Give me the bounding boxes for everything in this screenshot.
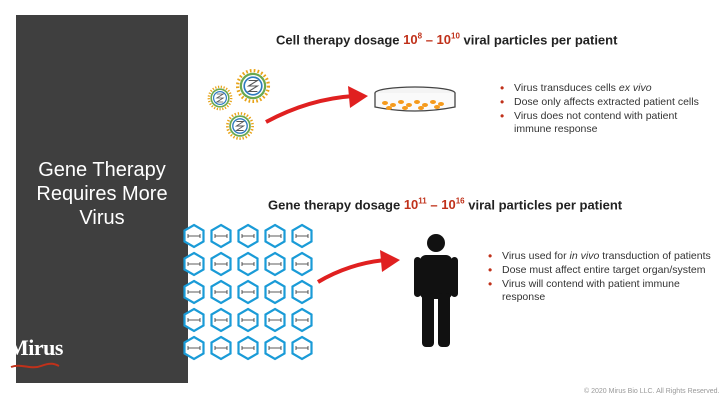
gene-therapy-bullets: Virus used for in vivo transduction of p… [488,250,716,305]
gene-heading-post: viral particles per patient [464,197,623,213]
arrow-to-dish-icon [265,86,368,124]
virus-hexagon-grid [183,223,313,361]
patient-figure-icon [414,234,458,347]
gene-heading-pre: Gene therapy dosage [268,197,404,213]
cell-dose-high: 1010 [436,32,460,48]
cell-dose-sep: – [422,32,437,48]
gene-dose-high: 1016 [441,197,465,213]
cell-heading-pre: Cell therapy dosage [276,32,404,48]
list-item: Virus transduces cells ex vivo [500,82,705,95]
logo-swoosh-icon [10,362,60,369]
gene-therapy-heading: Gene therapy dosage 1011 – 1016 viral pa… [268,197,622,212]
list-item: Dose only affects extracted patient cell… [500,96,705,109]
mirus-logo: Mirus [8,335,63,360]
cell-therapy-heading: Cell therapy dosage 108 – 1010 viral par… [276,32,617,47]
cell-dose-low: 108 [403,32,423,48]
petri-dish-icon [374,86,456,112]
slide-title: Gene Therapy Requires More Virus [16,158,188,230]
slide-title-line-2: Requires More [36,183,168,205]
list-item: Virus used for in vivo transduction of p… [488,250,716,263]
list-item: Virus will contend with patient immune r… [488,278,716,304]
copyright-notice: © 2020 Mirus Bio LLC. All Rights Reserve… [584,388,720,395]
cell-heading-post: viral particles per patient [459,32,618,48]
slide-title-line-1: Gene Therapy [38,159,166,181]
arrow-to-patient-icon [316,250,400,284]
gene-dose-low: 1011 [403,197,427,213]
gene-dose-sep: – [426,197,442,213]
sidebar-panel: Gene Therapy Requires More Virus [16,15,188,383]
list-item: Dose must affect entire target organ/sys… [488,264,716,277]
cell-therapy-bullets: Virus transduces cells ex vivo Dose only… [500,82,705,137]
slide-title-line-3: Virus [79,207,125,229]
list-item: Virus does not contend with patient immu… [500,110,705,136]
